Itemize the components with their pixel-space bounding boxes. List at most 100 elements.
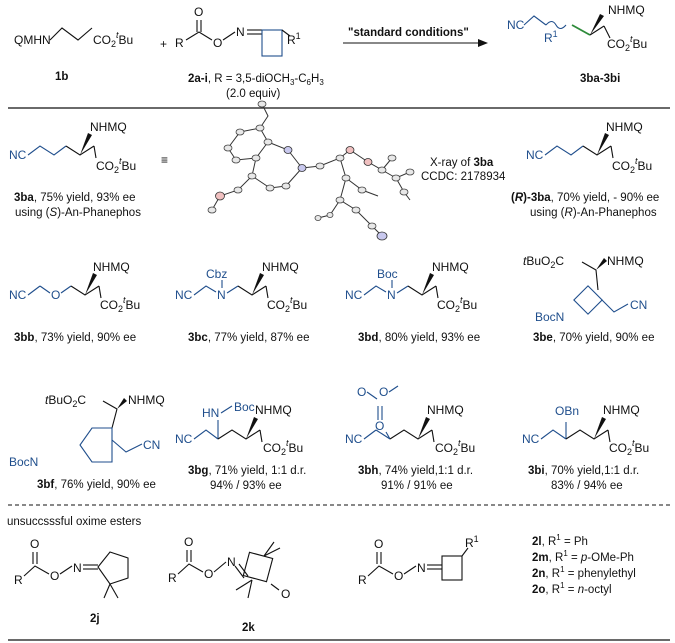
svg-text:O: O: [184, 535, 193, 549]
atom-ester-o: O: [213, 36, 222, 50]
svg-text:R: R: [168, 571, 177, 585]
caption-3bh: 3bh, 74% yield,1:1 d.r.: [358, 465, 473, 477]
svg-text:NHMQ: NHMQ: [427, 403, 464, 417]
equiv-label: (2.0 equiv): [226, 88, 281, 100]
compound-3bb: NC O NHMQ CO2tBu 3bb, 73% yield, 90% ee: [9, 260, 140, 344]
reactant-2a-i: O R O N R1 2a-i, R = 3,5-diOCH3-C6H3 (2.…: [175, 5, 324, 100]
label-1b: 1b: [55, 71, 68, 83]
caption-r-3ba: (R)-3ba, 70% yield, - 90% ee: [511, 192, 659, 204]
atom-r1: R: [287, 33, 296, 47]
svg-text:NHMQ: NHMQ: [262, 260, 299, 274]
label-2k: 2k: [242, 622, 255, 634]
compound-3bh: O O O NC NHMQ CO2tBu 3bh, 74% yield,1:1 …: [345, 385, 475, 492]
wavy-bond: [545, 20, 567, 30]
svg-text:NC: NC: [526, 148, 544, 162]
svg-text:R1: R1: [465, 534, 479, 550]
svg-text:BocN: BocN: [535, 310, 564, 324]
caption-3ba: 3ba, 75% yield, 93% ee: [14, 192, 135, 204]
svg-text:tBuO2C: tBuO2C: [523, 254, 564, 270]
svg-text:R1: R1: [287, 31, 301, 47]
svg-text:O: O: [379, 385, 388, 399]
atom-nc: NC: [507, 18, 525, 32]
list-2l: 2l, R1 = Ph: [532, 533, 588, 548]
compound-3bi: NC OBn NHMQ CO2tBu 3bi, 70% yield,1:1 d.…: [522, 403, 649, 492]
svg-text:O: O: [357, 385, 366, 399]
reactant-1b: QMHN CO2tBu 1b: [14, 27, 133, 83]
caption-3bi-line2: 83% / 94% ee: [551, 480, 623, 492]
reaction-arrow: "standard conditions": [343, 27, 488, 47]
svg-text:NHMQ: NHMQ: [128, 393, 165, 407]
svg-text:NHMQ: NHMQ: [93, 260, 130, 274]
svg-text:CN: CN: [630, 298, 647, 312]
svg-text:R: R: [14, 573, 23, 587]
caption-3bd: 3bd, 80% yield, 93% ee: [358, 332, 480, 344]
new-bond: [571, 24, 591, 36]
equivalence-sign: ≡: [161, 153, 168, 167]
atom-carbonyl-o: O: [194, 5, 203, 19]
caption-3bf: 3bf, 76% yield, 90% ee: [37, 479, 156, 491]
compound-3bf: tBuO2C NHMQ BocN CN 3bf, 76% yield, 90% …: [9, 393, 165, 491]
atom-co: CO: [93, 33, 111, 47]
compound-3ba: NC NHMQ CO2tBu 3ba, 75% yield, 93% ee us…: [9, 120, 141, 219]
svg-text:O: O: [375, 419, 384, 433]
svg-text:O: O: [50, 569, 59, 583]
caption-3ba-line2: using (S)-An-Phanephos: [15, 207, 141, 219]
svg-text:O: O: [394, 569, 403, 583]
caption-3bg-line2: 94% / 93% ee: [210, 480, 282, 492]
caption-3bc: 3bc, 77% yield, 87% ee: [188, 332, 309, 344]
unsuccessful-title: unsuccsssful oxime esters: [7, 516, 141, 528]
svg-text:NHMQ: NHMQ: [606, 120, 643, 134]
compound-3be: tBuO2C NHMQ BocN CN 3be, 70% yield, 90% …: [523, 254, 654, 344]
atom-qmhn: QMHN: [14, 33, 51, 47]
svg-text:R: R: [358, 573, 367, 587]
svg-text:O: O: [374, 537, 383, 551]
caption-3bh-line2: 91% / 91% ee: [381, 480, 453, 492]
caption-3bb: 3bb, 73% yield, 90% ee: [14, 332, 136, 344]
compound-3bd: NC N Boc NHMQ CO2tBu 3bd, 80% yield, 93%…: [345, 260, 480, 344]
conditions-label: "standard conditions": [348, 27, 469, 39]
svg-text:N: N: [227, 555, 236, 569]
svg-text:N: N: [387, 288, 396, 302]
svg-text:NHMQ: NHMQ: [255, 403, 292, 417]
svg-text:HN: HN: [202, 406, 219, 420]
svg-text:N: N: [217, 288, 226, 302]
atom-r1-product: R: [544, 31, 553, 45]
svg-text:O: O: [30, 537, 39, 551]
svg-text:NC: NC: [9, 148, 27, 162]
list-2o: 2o, R1 = n-octyl: [532, 581, 612, 596]
svg-text:O: O: [51, 288, 60, 302]
atom-oxime-n: N: [236, 25, 245, 39]
svg-text:CO2tBu: CO2tBu: [437, 295, 477, 314]
svg-text:NHMQ: NHMQ: [603, 403, 640, 417]
svg-text:OBn: OBn: [555, 404, 579, 418]
unsuccessful-list: 2l, R1 = Ph 2m, R1 = p-OMe-Ph 2n, R1 = p…: [532, 533, 636, 596]
svg-text:O: O: [281, 587, 290, 601]
compound-2k: O R O N O 2k: [168, 535, 290, 634]
svg-text:NC: NC: [175, 288, 193, 302]
compound-3bg: NC HN Boc NHMQ CO2tBu 3bg, 71% yield, 1:…: [175, 400, 306, 492]
svg-text:CN: CN: [143, 438, 160, 452]
svg-text:NC: NC: [175, 432, 193, 446]
atom-r: R: [175, 36, 184, 50]
svg-text:CO2tBu: CO2tBu: [100, 295, 140, 314]
svg-text:CO2tBu: CO2tBu: [435, 438, 475, 457]
svg-text:CO2tBu: CO2tBu: [607, 34, 647, 53]
product-3ba-3bi: NC R1 NHMQ CO2tBu 3ba-3bi: [507, 3, 647, 85]
svg-text:Cbz: Cbz: [206, 267, 227, 281]
caption-r-3ba-line2: using (R)-An-Phanephos: [530, 207, 657, 219]
svg-text:NC: NC: [345, 432, 363, 446]
svg-text:CO2tBu: CO2tBu: [93, 30, 133, 49]
cyclobutane-ring: [261, 29, 283, 57]
svg-text:NHMQ: NHMQ: [90, 120, 127, 134]
xray-structure: [207, 100, 415, 241]
svg-text:Boc: Boc: [377, 267, 398, 281]
svg-text:tBuO2C: tBuO2C: [45, 393, 86, 409]
list-2n: 2n, R1 = phenylethyl: [532, 565, 636, 580]
label-3ba-3bi: 3ba-3bi: [580, 73, 620, 85]
svg-text:N: N: [73, 561, 82, 575]
svg-text:CO2tBu: CO2tBu: [267, 295, 307, 314]
svg-text:N: N: [417, 561, 426, 575]
svg-text:R1: R1: [544, 29, 558, 45]
compound-2j: O R O N 2j: [14, 537, 129, 625]
